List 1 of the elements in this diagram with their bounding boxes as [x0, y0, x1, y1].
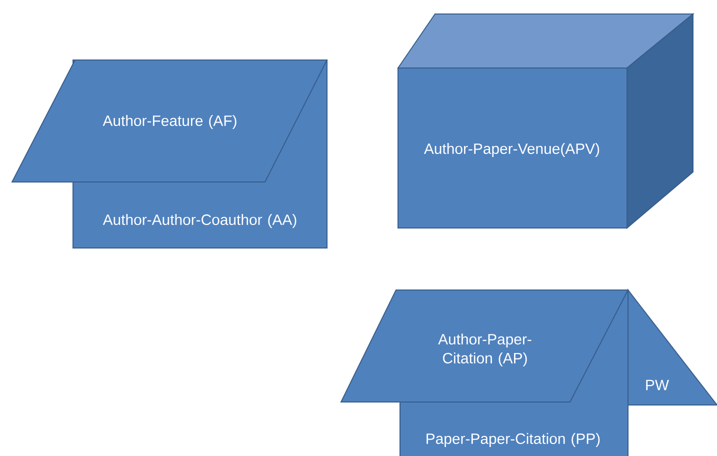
node-label: Paper-Paper-Citation (PP)	[426, 433, 600, 447]
